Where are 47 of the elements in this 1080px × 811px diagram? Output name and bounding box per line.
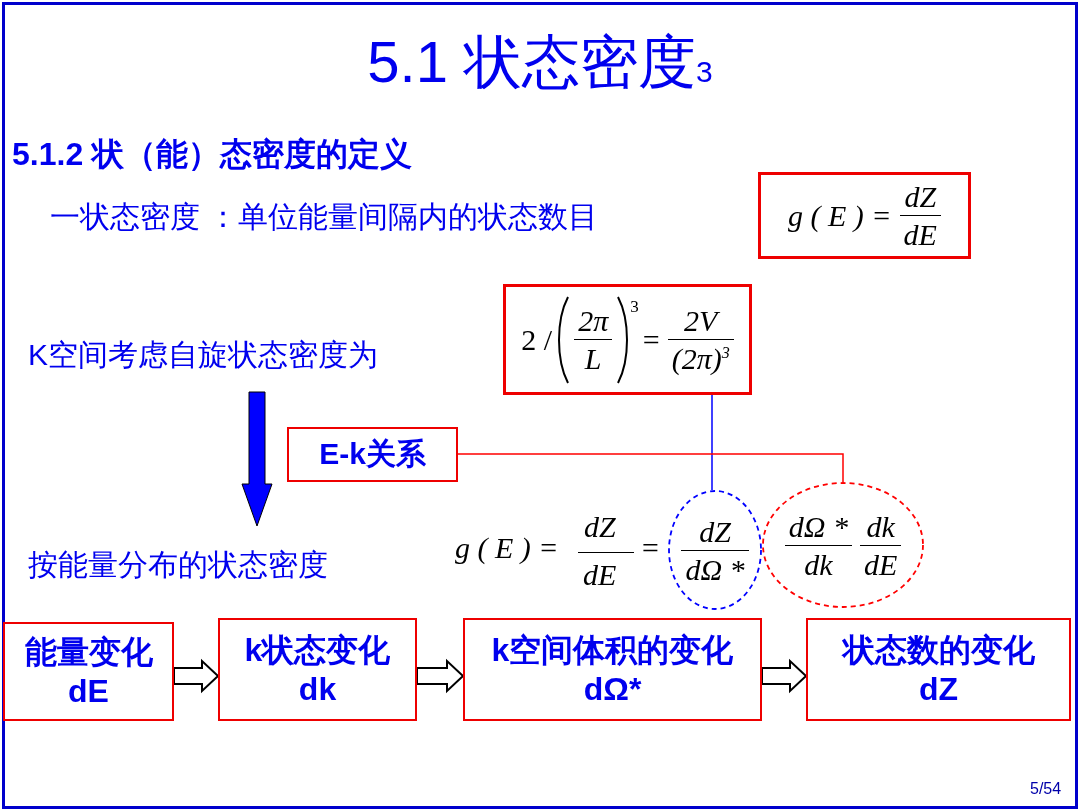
numerator: dZ [698,514,732,550]
step-title: k空间体积的变化 [491,631,734,670]
step-title: 状态数的变化 [842,631,1035,670]
formula-box [503,284,752,395]
statement-text: 按能量分布的状态密度 [28,546,328,583]
denominator: dk [784,544,852,581]
numerator: dZ [903,180,938,215]
hollow-arrow [173,658,220,694]
step-symbol: dk [298,669,337,708]
text-label: 一状态密度 ：单位能量间隔内的状态数目 [50,200,599,235]
numerator: dΩ * [787,509,849,545]
numerator: dk [865,509,896,545]
section-heading: 5.1.2 状（能）态密度的定义 [12,136,413,173]
formula-box [758,172,971,259]
formula-text: dE [583,558,617,593]
numerator: 2π [577,304,610,339]
step-title: k状态变化 [244,631,391,670]
step-symbol: dZ [918,669,959,708]
box-label: E-k关系 [319,436,426,472]
connector-line [711,394,713,491]
denominator: L [574,339,613,375]
process-box [806,618,1071,721]
block-arrow [241,391,273,527]
formula-text: g ( E ) = [787,198,893,233]
denominator: dE [859,544,902,581]
denominator: dE [899,215,941,251]
exponent: 3 [630,296,639,317]
step-symbol: dΩ* [583,669,642,708]
process-box [3,622,174,721]
hollow-arrow [416,658,465,694]
statement-text: K空间考虑自旋状态密度为 [28,336,378,373]
denominator: dΩ * [681,549,749,586]
tag-box [287,427,458,482]
formula-text: 2 / [520,322,554,357]
formula-text: = [640,531,661,566]
hollow-arrow [761,658,808,694]
denominator: (2π)$^{3}$ [667,339,734,375]
step-symbol: dE [68,671,109,710]
formula-text: g ( E ) = [455,531,559,566]
text-label: 5/54 [1030,780,1062,799]
connector-line [457,453,844,483]
formula-text: = [641,322,661,357]
step-title: 能量变化 [24,633,153,672]
process-box [463,618,762,721]
formula-text: dZ [584,510,616,545]
numerator: 2V [683,304,721,339]
process-box [218,618,417,721]
